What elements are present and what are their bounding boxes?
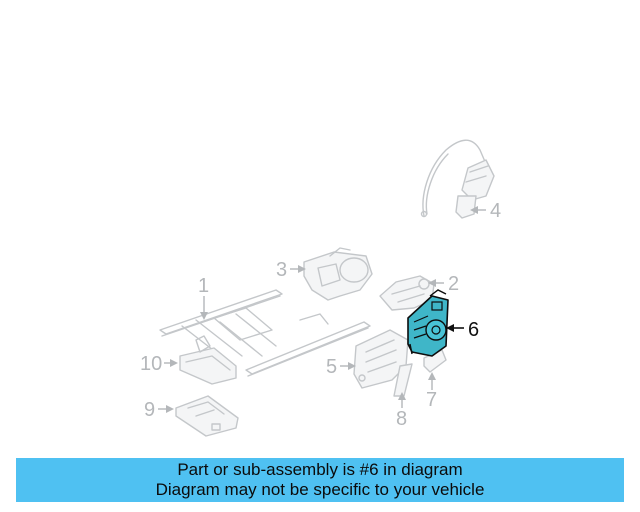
callout-10: 10 — [140, 353, 178, 375]
callout-7: 7 — [426, 372, 437, 411]
banner-line-2: Diagram may not be specific to your vehi… — [155, 480, 485, 499]
part-6-highlighted — [407, 289, 449, 357]
part-5-housing — [353, 329, 409, 389]
callout-4-label: 4 — [490, 200, 501, 222]
callout-2-label: 2 — [448, 273, 459, 295]
callout-5: 5 — [326, 356, 356, 378]
callout-9: 9 — [144, 399, 174, 421]
callout-10-label: 10 — [140, 353, 162, 375]
banner-line-1: Part or sub-assembly is #6 in diagram — [177, 460, 463, 479]
part-9-switch — [175, 395, 239, 437]
callout-1-label: 1 — [198, 275, 209, 297]
callout-5-label: 5 — [326, 356, 337, 378]
part-10-module — [179, 335, 237, 385]
part-4-cable-motor — [420, 139, 495, 219]
part-2-link — [379, 275, 435, 311]
callout-8: 8 — [396, 392, 407, 430]
part-3-bracket — [303, 247, 373, 301]
callout-9-label: 9 — [144, 399, 155, 421]
callout-7-label: 7 — [426, 389, 437, 411]
callout-2: 2 — [428, 273, 459, 295]
callout-3-label: 3 — [276, 259, 287, 281]
part-1-seat-track — [159, 289, 371, 377]
callout-6-label: 6 — [468, 319, 479, 341]
callout-8-label: 8 — [396, 408, 407, 430]
callout-3: 3 — [276, 259, 306, 281]
callout-6: 6 — [446, 319, 479, 341]
callout-1: 1 — [198, 275, 209, 320]
callout-4: 4 — [470, 200, 501, 222]
info-banner: Part or sub-assembly is #6 in diagram Di… — [16, 458, 624, 502]
